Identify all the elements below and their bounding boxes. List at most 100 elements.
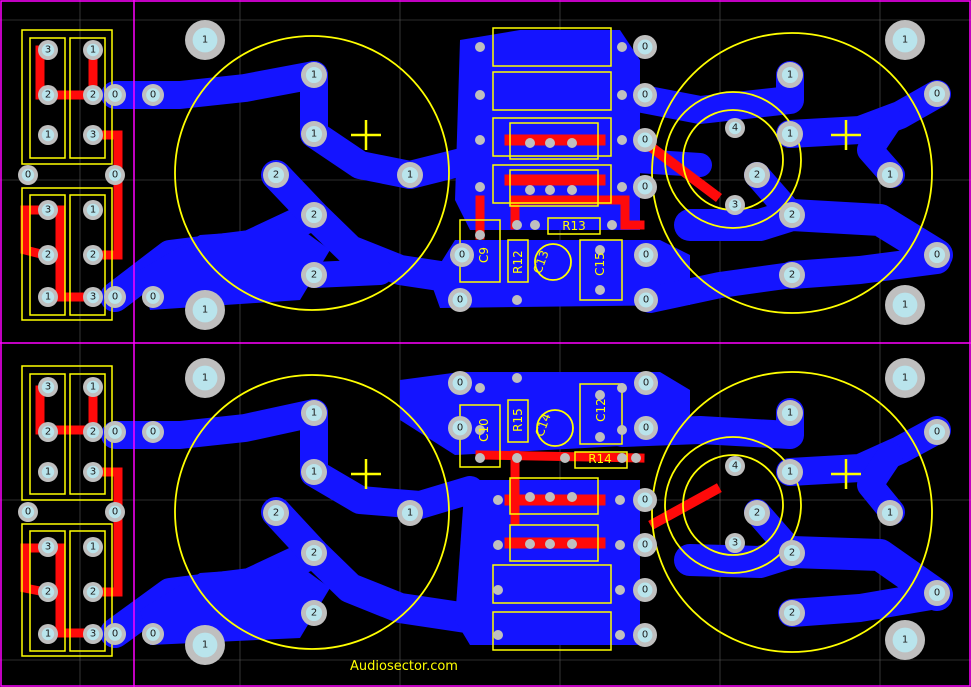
pad-number: 4 bbox=[732, 123, 738, 134]
capacitor-outline bbox=[651, 371, 933, 653]
pad-number: 0 bbox=[642, 540, 648, 551]
pad-hole bbox=[41, 425, 55, 439]
pad-hole bbox=[108, 425, 122, 439]
via-pad bbox=[493, 495, 503, 505]
pad-hole bbox=[192, 297, 218, 323]
capacitor-outline bbox=[651, 32, 933, 314]
c14-outline bbox=[536, 409, 574, 447]
pad-number: 0 bbox=[643, 423, 649, 434]
pad-hole bbox=[86, 248, 100, 262]
ref-r14: R14 bbox=[588, 452, 612, 466]
pad-hole bbox=[928, 423, 946, 441]
transistor-outline bbox=[509, 122, 599, 160]
pad-number: 2 bbox=[311, 548, 317, 559]
capacitor-outline bbox=[174, 374, 450, 650]
pad-hole bbox=[86, 425, 100, 439]
pad-number: 1 bbox=[311, 408, 317, 419]
pad-number: 2 bbox=[45, 587, 51, 598]
pad-hole bbox=[108, 505, 122, 519]
pad-hole bbox=[86, 585, 100, 599]
pad-number: 1 bbox=[902, 35, 908, 46]
pad-hole bbox=[783, 544, 801, 562]
pad-hole bbox=[781, 125, 799, 143]
via-pad bbox=[607, 220, 617, 230]
bottom-trace bbox=[610, 148, 712, 177]
pad-number: 0 bbox=[457, 423, 463, 434]
pad-hole bbox=[892, 627, 918, 653]
pad-number: 3 bbox=[90, 629, 96, 640]
pad-number: 0 bbox=[934, 427, 940, 438]
pad-hole bbox=[454, 247, 470, 263]
pad-hole bbox=[86, 380, 100, 394]
pad-number: 3 bbox=[732, 200, 738, 211]
ref-c15: C15 bbox=[593, 252, 607, 276]
pad-hole bbox=[305, 463, 323, 481]
pad-number: 2 bbox=[311, 210, 317, 221]
pad-number: 1 bbox=[787, 70, 793, 81]
via-pad bbox=[512, 295, 522, 305]
pad-number: 1 bbox=[202, 35, 208, 46]
regulator-outline bbox=[682, 454, 784, 556]
r12-outline bbox=[507, 239, 529, 283]
r15-outline bbox=[507, 399, 529, 443]
ref-r12: R12 bbox=[511, 250, 525, 274]
connector-outline bbox=[69, 194, 106, 316]
copper-pour bbox=[430, 240, 690, 308]
pad-number: 0 bbox=[642, 495, 648, 506]
resistor-outline bbox=[492, 164, 612, 204]
pad-hole bbox=[108, 627, 122, 641]
pad-number: 0 bbox=[150, 292, 156, 303]
pad-number: 2 bbox=[45, 250, 51, 261]
via-pad bbox=[617, 453, 627, 463]
pad-hole bbox=[86, 203, 100, 217]
pad-number: 1 bbox=[787, 467, 793, 478]
via-pad bbox=[475, 42, 485, 52]
pad-number: 1 bbox=[202, 305, 208, 316]
pad-number: 0 bbox=[459, 250, 465, 261]
via-pad bbox=[617, 42, 627, 52]
pad-hole bbox=[41, 465, 55, 479]
pad-number: 1 bbox=[407, 170, 413, 181]
pad-hole bbox=[86, 128, 100, 142]
pad-hole bbox=[146, 88, 160, 102]
via-pad bbox=[617, 425, 627, 435]
via-pad bbox=[545, 539, 555, 549]
pad-hole bbox=[192, 632, 218, 658]
pad-number: 2 bbox=[789, 608, 795, 619]
top-trace bbox=[648, 483, 722, 530]
pad-hole bbox=[86, 627, 100, 641]
via-pad bbox=[615, 585, 625, 595]
bottom-trace bbox=[778, 581, 951, 627]
regulator-outline bbox=[664, 91, 802, 229]
pad-number: 3 bbox=[45, 45, 51, 56]
pad-number: 4 bbox=[732, 461, 738, 472]
pad-hole bbox=[728, 198, 742, 212]
pad-hole bbox=[21, 505, 35, 519]
connector-outline bbox=[29, 194, 66, 316]
pad-hole bbox=[41, 585, 55, 599]
pad-hole bbox=[781, 463, 799, 481]
pad-hole bbox=[637, 537, 653, 553]
pad-number: 0 bbox=[642, 630, 648, 641]
via-pad bbox=[530, 220, 540, 230]
pad-hole bbox=[146, 627, 160, 641]
pad-hole bbox=[637, 492, 653, 508]
pad-hole bbox=[86, 43, 100, 57]
via-pad bbox=[475, 135, 485, 145]
pad-hole bbox=[781, 404, 799, 422]
pad-number: 1 bbox=[45, 467, 51, 478]
copper-pour bbox=[140, 566, 330, 645]
pad-number: 2 bbox=[273, 508, 279, 519]
pad-number: 0 bbox=[642, 135, 648, 146]
pad-number: 1 bbox=[902, 373, 908, 384]
connector-outline bbox=[29, 530, 66, 652]
pad-hole bbox=[637, 132, 653, 148]
pad-hole bbox=[401, 504, 419, 522]
resistor-outline bbox=[492, 564, 612, 604]
pad-number: 2 bbox=[45, 90, 51, 101]
bottom-trace bbox=[261, 160, 495, 297]
via-pad bbox=[595, 432, 605, 442]
